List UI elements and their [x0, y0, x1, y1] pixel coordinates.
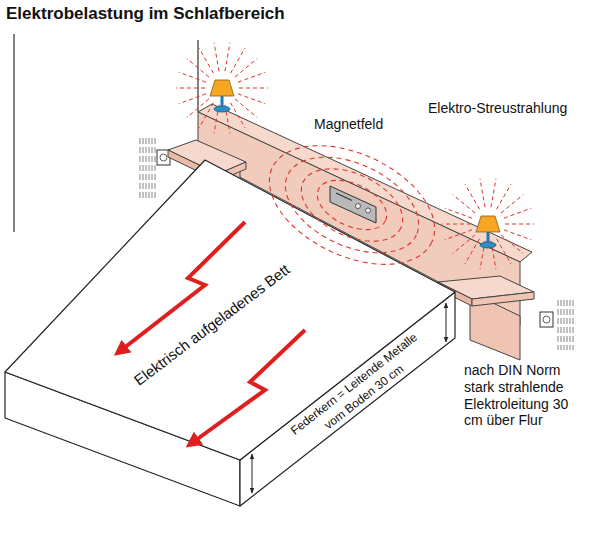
radiation-ray	[453, 194, 475, 213]
radiation-ray	[505, 224, 534, 225]
dimension-arrow	[446, 303, 447, 342]
panel-slot	[336, 193, 352, 201]
lamp-base	[480, 242, 496, 248]
charge-arrow	[124, 222, 305, 440]
hatch-stroke	[567, 300, 568, 350]
lamp-shade	[476, 216, 500, 232]
hatch-stroke	[152, 138, 153, 200]
hatch-stroke	[570, 300, 571, 350]
radiation-ray	[501, 235, 523, 254]
lamp-shade	[210, 80, 234, 96]
radiation-ray	[235, 58, 257, 77]
hatch-stroke	[143, 138, 144, 200]
radiation-ray	[179, 72, 206, 82]
hatch-stroke	[561, 300, 562, 350]
radiation-ray	[231, 103, 246, 128]
switch-panel	[330, 186, 376, 223]
radiation-ray	[465, 184, 480, 209]
radiation-label: Elektro-Streustrahlung	[426, 100, 569, 117]
hatch-stroke	[155, 138, 156, 200]
lamp	[476, 216, 500, 248]
field-line	[290, 154, 414, 256]
radiation-ray	[445, 208, 472, 218]
hatch-stroke	[140, 138, 141, 200]
radiation-ray	[497, 239, 512, 264]
radiation-ray	[504, 208, 531, 218]
panel-plate	[330, 186, 376, 223]
field-line	[270, 138, 433, 272]
hatch-stroke	[558, 300, 559, 350]
radiation-ray	[187, 58, 209, 77]
hatch-stroke	[573, 300, 574, 350]
radiation-ray	[239, 88, 268, 89]
radiation-ray	[214, 43, 219, 72]
radiation-ray	[235, 99, 257, 118]
radiation-ray	[187, 99, 209, 118]
lamp	[210, 80, 234, 112]
radiation-ray	[225, 43, 230, 72]
height-dimension	[252, 303, 446, 493]
wiring-note: nach DIN Norm stark strahlende Elektrole…	[462, 362, 590, 429]
radiation-ray	[176, 88, 205, 89]
radiation-ray	[179, 94, 206, 104]
panel-button	[366, 208, 371, 213]
radiation-ray	[199, 103, 214, 128]
wall-socket	[540, 312, 553, 327]
lamp-base	[214, 106, 230, 112]
lightning-arrow	[196, 330, 305, 440]
mattress-top	[5, 160, 455, 460]
radiation-ray	[238, 94, 265, 104]
radiation-ray	[442, 224, 471, 225]
radiation-ray	[199, 48, 214, 73]
wall-hatch	[140, 138, 155, 200]
radiation-ray	[231, 48, 246, 73]
socket-plate	[540, 312, 553, 327]
title: Elektrobelastung im Schlafbereich	[6, 4, 285, 24]
wall-hatch	[558, 300, 573, 350]
field-line	[310, 170, 395, 239]
hatch-stroke	[564, 300, 565, 350]
radiation-ray	[491, 179, 496, 208]
hatch-stroke	[146, 138, 147, 200]
radiation-ray	[501, 194, 523, 213]
shelf-edge	[472, 292, 534, 306]
radiation-ray	[480, 179, 485, 208]
radiation-ray	[445, 230, 472, 240]
socket-hole	[160, 154, 167, 161]
panel-button	[356, 204, 361, 209]
radiation-ray	[497, 184, 512, 209]
bed	[5, 160, 455, 506]
lightning-arrow	[124, 222, 245, 348]
radiation-ray	[504, 230, 531, 240]
dimension-arrow	[252, 454, 253, 493]
hatch-stroke	[149, 138, 150, 200]
radiation-ray	[453, 235, 475, 254]
socket-hole	[543, 316, 550, 323]
field-label: Magnetfeld	[312, 116, 385, 133]
radiation-ray	[238, 72, 265, 82]
radiation-ray	[465, 239, 480, 264]
